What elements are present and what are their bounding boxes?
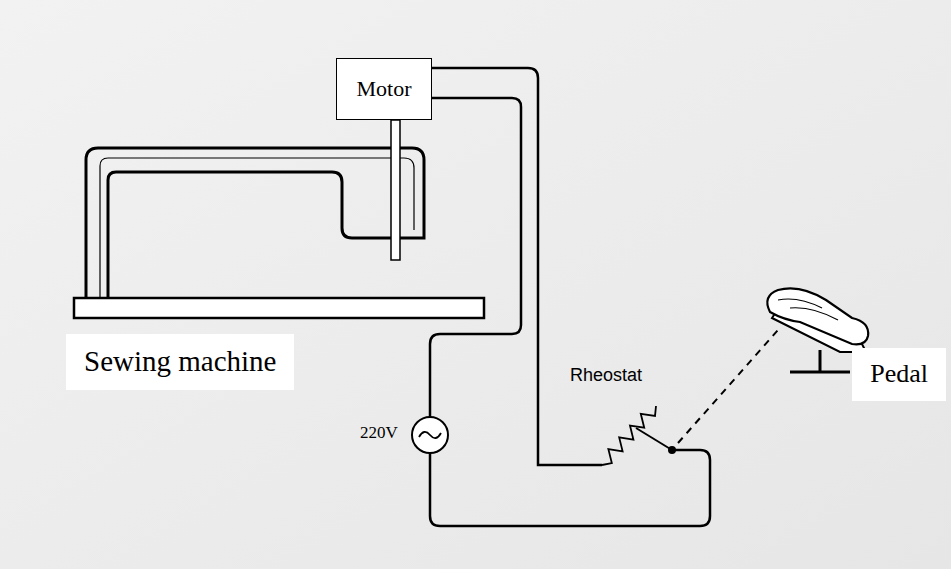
wire: [432, 68, 602, 465]
machine-base: [74, 298, 484, 318]
foot: [767, 288, 868, 344]
wiper-pivot: [668, 446, 676, 454]
wire: [430, 450, 710, 526]
ac-source-symbol: [412, 417, 448, 453]
node-label: Motor: [357, 76, 412, 102]
rheostat-wiper: [636, 428, 672, 450]
motor-box: Motor: [336, 58, 432, 120]
part-name: Sewing machine: [66, 334, 294, 390]
foot: [778, 299, 838, 320]
part-name: Pedal: [852, 348, 946, 401]
ac-source-symbol: [419, 432, 441, 438]
pedal-linkage: [678, 330, 778, 443]
part-name: Rheostat: [570, 366, 642, 386]
machine-arm: [86, 148, 424, 300]
voltage-label: 220V: [360, 424, 398, 443]
motor-shaft: [391, 120, 400, 260]
wire: [430, 98, 521, 417]
machine-arm-inner: [100, 158, 414, 300]
pedal-stand: [819, 350, 822, 372]
